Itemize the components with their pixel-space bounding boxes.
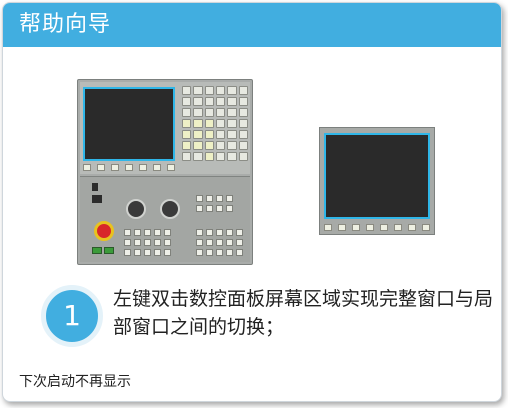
- panel-softkeys: [83, 164, 175, 172]
- panel-screen: [83, 87, 175, 161]
- dont-show-again-option[interactable]: 下次启动不再显示: [19, 374, 131, 390]
- dialog-title: 帮助向导: [3, 3, 501, 47]
- softkey: [125, 164, 133, 171]
- panel-screen: [324, 133, 430, 219]
- softkey: [153, 164, 161, 171]
- panel-keypad: [182, 86, 248, 172]
- feed-knob-icon: [126, 199, 146, 219]
- softkey: [167, 164, 175, 171]
- softkey: [139, 164, 147, 171]
- step-number-badge: 1: [41, 285, 103, 347]
- softkey: [111, 164, 119, 171]
- emergency-stop-icon: [94, 221, 114, 241]
- green-button-icon: [92, 247, 102, 254]
- cnc-screen-panel-image: [319, 127, 435, 235]
- panel-softkeys: [324, 224, 430, 232]
- softkey: [97, 164, 105, 171]
- green-button-icon: [104, 247, 114, 254]
- spindle-knob-icon: [160, 199, 180, 219]
- cnc-full-panel-image: [77, 79, 253, 265]
- panel-operator-area: [80, 176, 250, 262]
- step-instruction-text: 左键双击数控面板屏幕区域实现完整窗口与局部窗口之间的切换；: [113, 288, 494, 338]
- softkey: [83, 164, 91, 171]
- panel-top-area: [80, 82, 250, 174]
- help-wizard-dialog: 帮助向导: [2, 2, 502, 402]
